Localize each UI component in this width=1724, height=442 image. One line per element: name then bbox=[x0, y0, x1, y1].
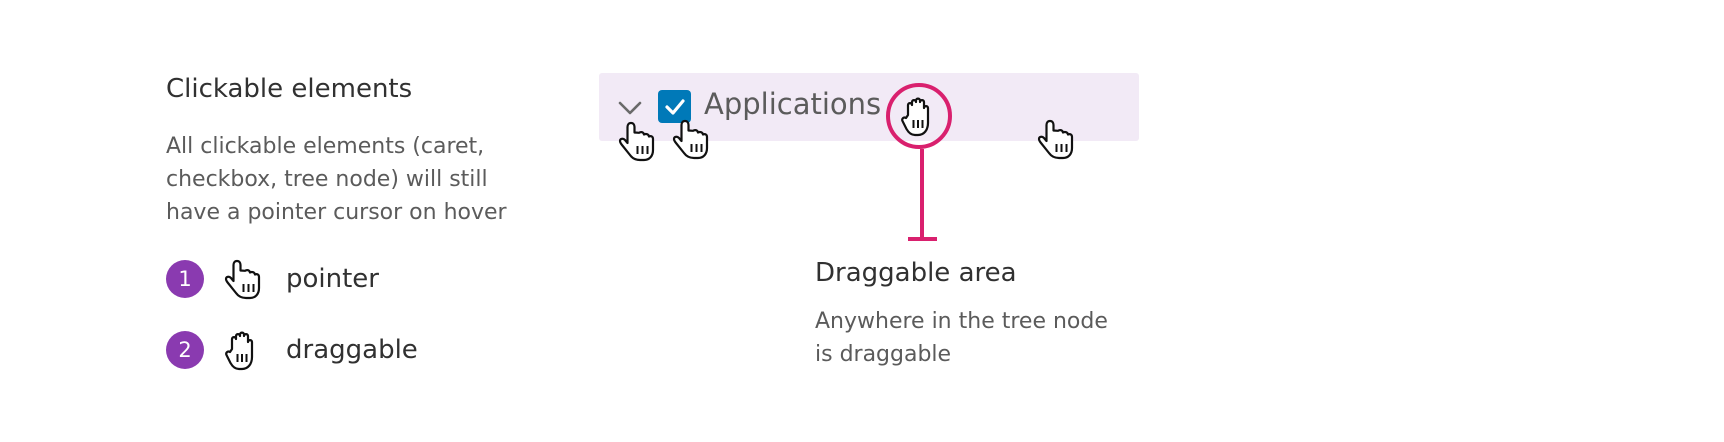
legend-label: draggable bbox=[286, 335, 418, 365]
checkmark-icon bbox=[664, 96, 686, 118]
grab-cursor-icon bbox=[221, 328, 265, 372]
pointer-cursor-icon bbox=[617, 120, 661, 166]
callout-description: Anywhere in the tree node is draggable bbox=[815, 309, 1108, 367]
callout-title: Draggable area bbox=[815, 258, 1017, 288]
tree-node-checkbox[interactable] bbox=[658, 90, 691, 123]
section-description: All clickable elements (caret, checkbox,… bbox=[166, 134, 507, 225]
legend-item-draggable: 2 draggable bbox=[166, 328, 418, 372]
section-title: Clickable elements bbox=[166, 74, 413, 104]
draggable-highlight-ring bbox=[886, 83, 952, 149]
grab-cursor-icon bbox=[899, 95, 939, 137]
tree-node-label[interactable]: Applications bbox=[704, 87, 882, 121]
legend-label: pointer bbox=[286, 264, 379, 294]
callout-connector-line bbox=[920, 149, 924, 238]
chevron-down-icon[interactable] bbox=[617, 95, 643, 121]
legend-number-badge: 2 bbox=[166, 331, 204, 369]
pointer-cursor-icon bbox=[671, 118, 715, 164]
legend-number-badge: 1 bbox=[166, 260, 204, 298]
legend-item-pointer: 1 pointer bbox=[166, 257, 379, 301]
pointer-cursor-icon bbox=[221, 257, 265, 301]
callout-connector-cap bbox=[908, 237, 937, 241]
pointer-cursor-icon bbox=[1036, 118, 1080, 164]
